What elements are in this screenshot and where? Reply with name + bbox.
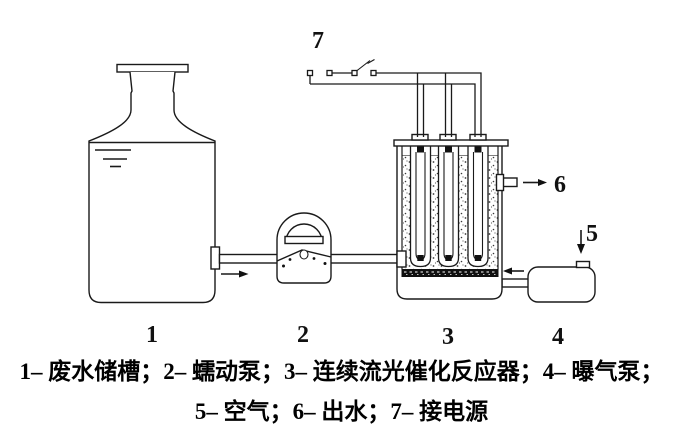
lamp-top-connectors [417, 146, 482, 153]
aeration-pump-body [527, 266, 596, 303]
lamp-lead-wires [416, 73, 453, 137]
reactor-inlet-fitting [396, 250, 407, 268]
power-switch [306, 59, 377, 77]
part-label-6: 6 [554, 172, 566, 198]
uv-lamps [415, 152, 484, 261]
wire-upper-bus [376, 72, 482, 137]
reactor-lid [393, 139, 509, 147]
peristaltic-pump [276, 212, 332, 284]
part-label-7: 7 [312, 28, 324, 54]
part-label-2: 2 [297, 322, 309, 348]
air-inlet-arrow [577, 230, 585, 254]
air-flow-arrow [503, 267, 524, 275]
wire-lower-bus [310, 83, 476, 137]
air-inlet-nub [575, 260, 591, 269]
air-tube [501, 278, 530, 288]
pump-head-slot [284, 235, 324, 245]
pump-buttons [282, 257, 327, 268]
part-label-3: 3 [442, 324, 454, 350]
water-level-marks [95, 149, 131, 168]
part-label-4: 4 [552, 324, 564, 350]
waste-water-tank [88, 63, 221, 304]
feed-flow-arrow [221, 270, 249, 278]
switch-arm [356, 60, 371, 72]
reactor-outlet-fitting [495, 173, 505, 192]
outlet-flow-arrow [523, 179, 547, 186]
bottle-outline [88, 71, 216, 304]
caption-line-2: 5– 空气；6– 出水；7– 接电源 [194, 399, 489, 424]
bottle-cap [116, 63, 189, 73]
aeration-pump [527, 260, 596, 303]
lamp-bottom-tips [417, 255, 482, 261]
pump-knob [299, 249, 309, 260]
caption-line-1: 1– 废水储槽；2– 蠕动泵；3– 连续流光催化反应器；4– 曝气泵； [19, 359, 664, 384]
part-label-1: 1 [146, 322, 158, 348]
part-label-5: 5 [586, 221, 598, 247]
photocatalytic-reactor [393, 133, 509, 300]
power-circuit [306, 59, 482, 137]
outlet-tube [501, 177, 518, 188]
aeration-diffuser [401, 269, 499, 277]
bottle-outlet-fitting [210, 246, 221, 270]
pump-head-arc [285, 223, 323, 243]
lamp-holders [411, 133, 487, 141]
